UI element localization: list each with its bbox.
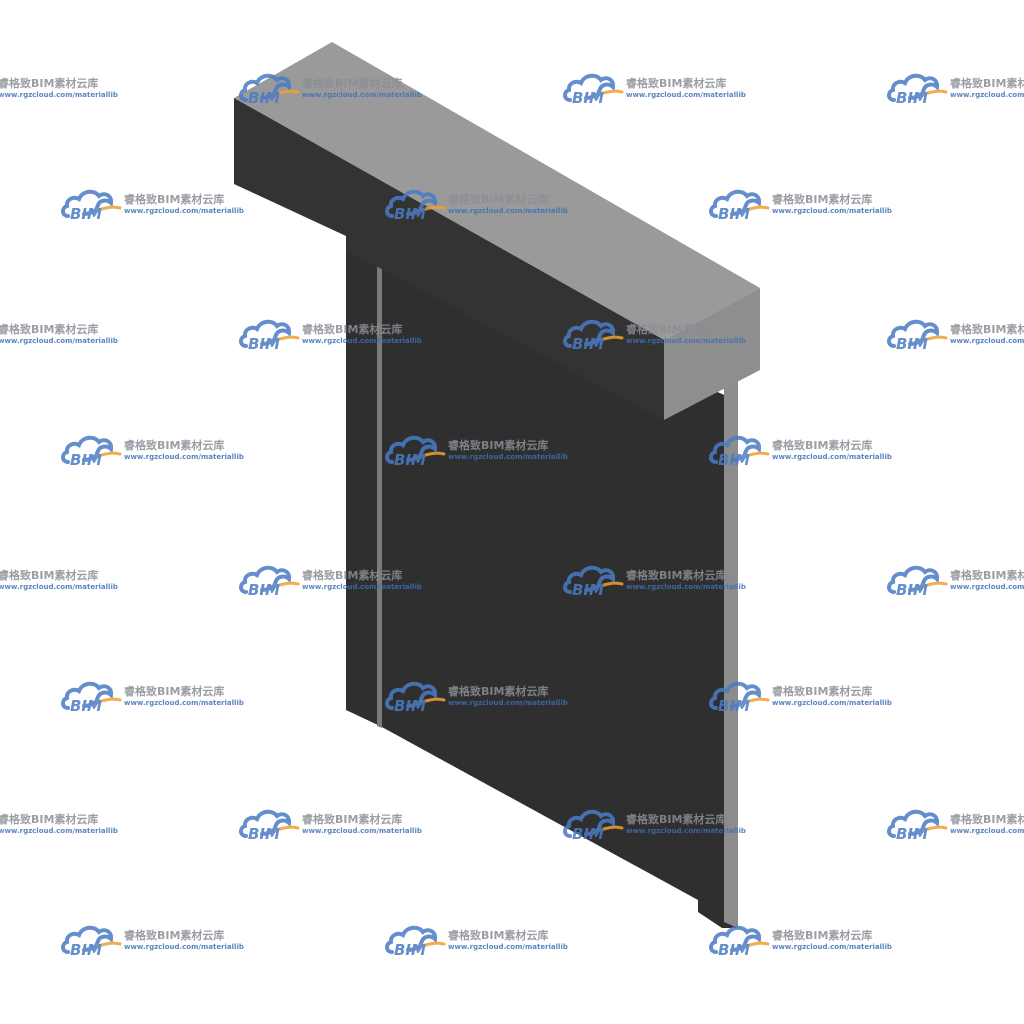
panel-groove	[377, 256, 382, 728]
beam-top-face	[234, 42, 760, 340]
beam-front-face	[234, 98, 664, 420]
beam-end-face	[664, 288, 760, 420]
wall-panel-right-edge	[724, 376, 738, 928]
